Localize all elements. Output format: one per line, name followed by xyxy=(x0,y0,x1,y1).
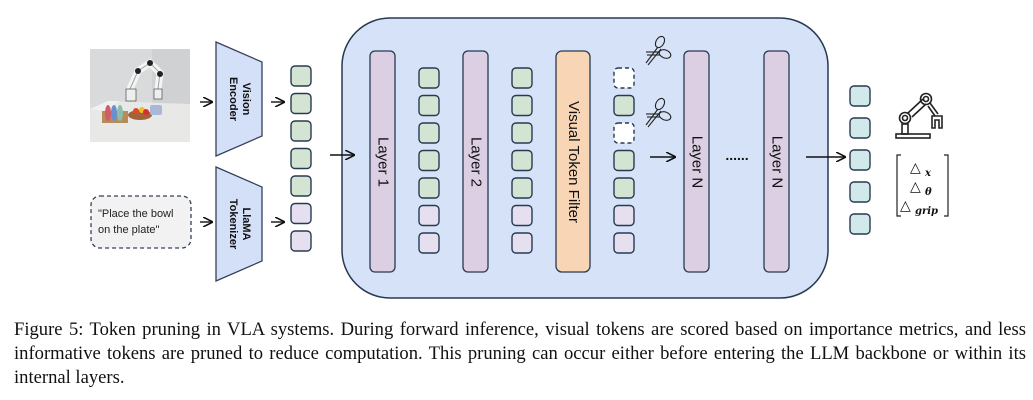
layers-ellipsis: ...... xyxy=(725,147,748,163)
visual-token-filter-label: Visual Token Filter xyxy=(565,101,582,223)
scissors-icon xyxy=(645,97,672,128)
vision-encoder-label-1: Vision xyxy=(240,83,252,116)
visual-token xyxy=(511,122,533,144)
text-token xyxy=(613,204,635,227)
visual-token-filter: Visual Token Filter xyxy=(555,50,591,273)
visual-token xyxy=(418,122,440,144)
delta-theta-subscript: θ xyxy=(925,187,932,198)
text-token xyxy=(511,204,533,227)
tokenizer-block: LlaMA Tokenizer xyxy=(215,166,263,282)
text-token xyxy=(290,202,312,225)
layer-2-label: Layer 2 xyxy=(468,137,485,187)
visual-token xyxy=(418,177,440,199)
layer-n-last: Layer N xyxy=(763,50,790,273)
visual-token xyxy=(290,175,312,197)
visual-token xyxy=(290,65,312,87)
text-token xyxy=(511,232,533,254)
filtered-token-column xyxy=(613,67,635,254)
action-token xyxy=(849,181,871,203)
layer2-token-column xyxy=(511,67,533,254)
text-token xyxy=(418,204,440,227)
visual-token xyxy=(418,94,440,117)
tokenizer-label-1: LlaMA xyxy=(240,208,252,241)
visual-token xyxy=(511,177,533,199)
text-token xyxy=(613,232,635,254)
visual-token xyxy=(290,92,312,115)
layer-n-last-label: Layer N xyxy=(769,136,786,189)
action-token xyxy=(849,117,871,139)
vision-encoder-block: Vision Encoder xyxy=(215,41,263,157)
delta-grip-symbol: △ xyxy=(900,198,911,214)
visual-token xyxy=(613,177,635,199)
visual-token xyxy=(511,94,533,117)
vision-encoder-label-2: Encoder xyxy=(227,77,239,122)
tokenizer-label-2: Tokenizer xyxy=(227,199,239,250)
action-token xyxy=(849,213,871,235)
action-token xyxy=(849,85,871,107)
figure-caption: Figure 5: Token pruning in VLA systems. … xyxy=(14,319,1026,388)
delta-x-subscript: x xyxy=(924,168,932,179)
input-token-column xyxy=(290,65,312,252)
layer1-token-column xyxy=(418,67,440,254)
text-token xyxy=(290,230,312,252)
instruction-box: "Place the bowl on the plate" xyxy=(90,195,192,249)
delta-grip-subscript: grip xyxy=(915,206,938,217)
action-token-column xyxy=(849,85,871,235)
delta-theta-symbol: △ xyxy=(910,179,921,195)
visual-token xyxy=(613,94,635,117)
layer-n-first: Layer N xyxy=(683,50,710,273)
scissors-icon xyxy=(645,35,672,66)
token-pruning-diagram: "Place the bowl on the plate" Vision Enc… xyxy=(90,17,949,299)
layer-2: Layer 2 xyxy=(462,50,489,273)
visual-token xyxy=(418,149,440,172)
robot-scene-image xyxy=(90,49,190,142)
instruction-text-line2: on the plate" xyxy=(98,224,159,236)
visual-token xyxy=(511,67,533,89)
visual-token xyxy=(511,149,533,172)
action-vector: △ x △ θ △ grip xyxy=(896,154,949,217)
delta-x-symbol: △ xyxy=(910,160,921,176)
layer-1-label: Layer 1 xyxy=(375,137,392,187)
visual-token xyxy=(290,120,312,142)
robot-scene-drawing xyxy=(90,49,190,142)
text-token xyxy=(418,232,440,254)
robot-arm-icon xyxy=(895,92,943,139)
visual-token xyxy=(290,147,312,170)
layer-1: Layer 1 xyxy=(369,50,396,273)
action-token xyxy=(849,149,871,171)
visual-token xyxy=(613,149,635,172)
layer-n-first-label: Layer N xyxy=(689,136,706,189)
pruned-token xyxy=(613,122,635,144)
visual-token xyxy=(418,67,440,89)
instruction-text-line1: "Place the bowl xyxy=(98,208,173,220)
pruned-token xyxy=(613,67,635,89)
